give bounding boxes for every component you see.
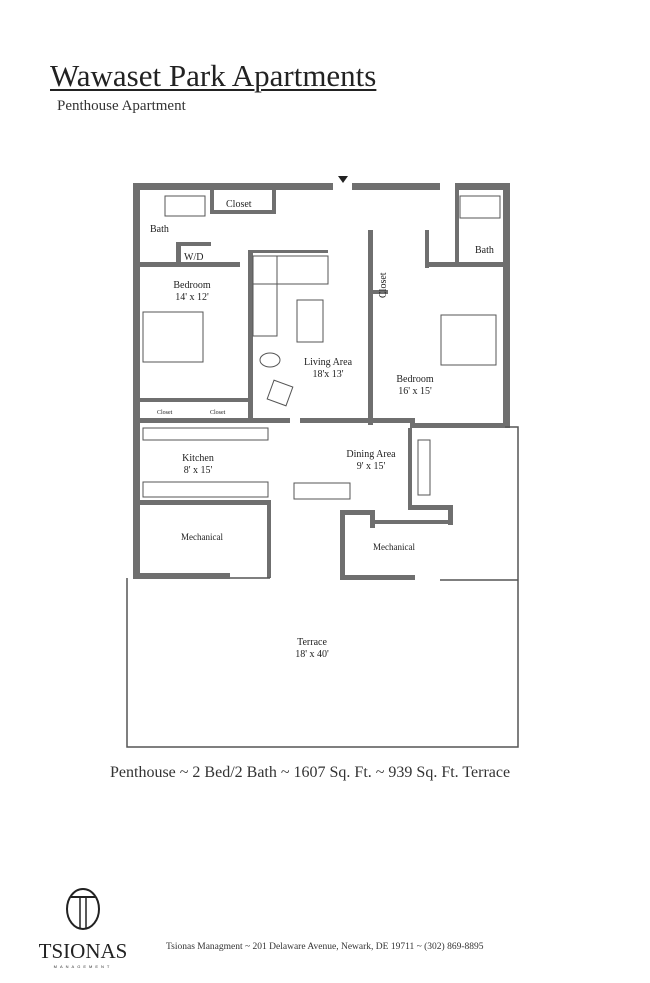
room-dining-area-size: 9' x 15' bbox=[357, 461, 386, 472]
room-bedroom-left-size: 14' x 12' bbox=[175, 292, 209, 303]
logo-sub: MANAGEMENT bbox=[53, 964, 113, 969]
room-closet-1: Closet bbox=[157, 410, 173, 416]
tsionas-logo: TSIONAS MANAGEMENT bbox=[38, 885, 128, 969]
room-labels: Bath Closet W/D Bedroom 14' x 12' Closet… bbox=[150, 199, 494, 660]
room-kitchen-size: 8' x 15' bbox=[184, 465, 213, 476]
apartment-summary: Penthouse ~ 2 Bed/2 Bath ~ 1607 Sq. Ft. … bbox=[110, 764, 511, 781]
room-bath-left: Bath bbox=[150, 224, 169, 235]
terrace-outline bbox=[126, 426, 519, 748]
room-living-area: Living Area bbox=[304, 357, 353, 368]
walls bbox=[133, 183, 510, 580]
page-title: Wawaset Park Apartments bbox=[50, 58, 377, 93]
room-living-area-size: 18'x 13' bbox=[312, 369, 343, 380]
room-terrace: Terrace bbox=[297, 637, 327, 648]
room-bath-right: Bath bbox=[475, 245, 494, 256]
entry-arrow-icon bbox=[338, 176, 348, 183]
room-mechanical-right: Mechanical bbox=[373, 542, 415, 552]
room-mechanical-left: Mechanical bbox=[181, 532, 223, 542]
monogram-icon bbox=[66, 888, 100, 930]
room-dining-area: Dining Area bbox=[346, 449, 396, 460]
room-terrace-size: 18' x 40' bbox=[295, 649, 329, 660]
room-kitchen: Kitchen bbox=[182, 453, 214, 464]
furniture bbox=[142, 195, 501, 500]
footer-contact: Tsionas Managment ~ 201 Delaware Avenue,… bbox=[166, 942, 484, 952]
room-closet-2: Closet bbox=[210, 410, 226, 416]
logo-name: TSIONAS bbox=[38, 939, 128, 963]
room-closet-top: Closet bbox=[226, 199, 252, 210]
room-bedroom-right-size: 16' x 15' bbox=[398, 386, 432, 397]
page-subtitle: Penthouse Apartment bbox=[57, 98, 186, 114]
room-wd: W/D bbox=[184, 252, 203, 263]
room-bedroom-right: Bedroom bbox=[396, 374, 433, 385]
room-closet-right: Closet bbox=[378, 272, 389, 298]
room-bedroom-left: Bedroom bbox=[173, 280, 210, 291]
